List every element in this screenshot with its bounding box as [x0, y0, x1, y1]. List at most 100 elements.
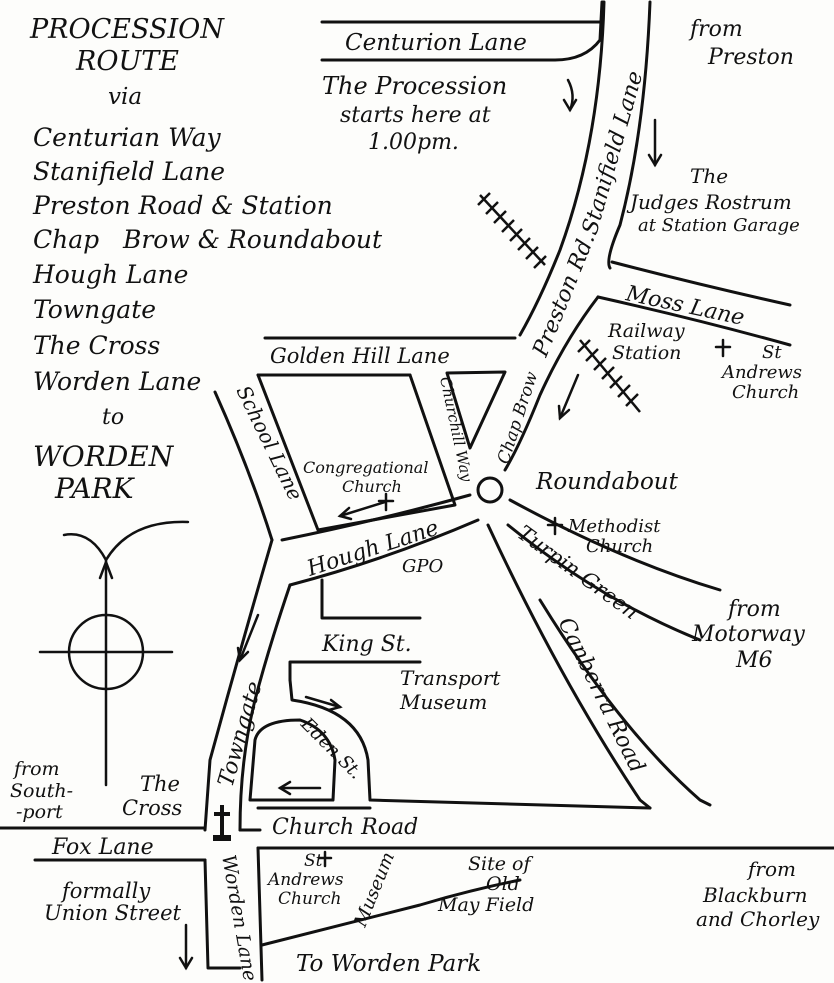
congregational-line2: Church	[342, 477, 402, 496]
label-golden-hill-lane: Golden Hill Lane	[270, 344, 450, 368]
railway-line-south	[577, 339, 641, 413]
canberra-road-east	[538, 598, 712, 807]
legend-title-line1: PROCESSION	[29, 14, 225, 45]
arrow-preston-road-icon	[557, 373, 580, 421]
st-andrews-bottom-line2: Andrews	[266, 870, 344, 890]
centurion-lane-road-south	[320, 0, 604, 62]
methodist-cross-icon	[546, 516, 564, 536]
label-to-worden-park: To Worden Park	[296, 951, 481, 977]
label-centurion-lane: Centurion Lane	[345, 30, 527, 56]
formally-line1: formally	[60, 879, 151, 903]
route-item: The Cross	[33, 331, 160, 360]
arrow-towngate-icon	[236, 613, 260, 663]
worden-lane-east	[256, 846, 264, 982]
route-legend: PROCESSION ROUTE via Centurian Way Stani…	[29, 14, 383, 505]
label-eden-st: Eden St.	[296, 713, 367, 784]
transport-museum-line2: Museum	[399, 690, 487, 714]
from-preston-line2: Preston	[707, 45, 794, 70]
preston-road-west	[518, 0, 606, 337]
from-preston-line1: from	[688, 17, 743, 42]
st-andrews-top-line2: Andrews	[720, 362, 802, 383]
turpin-green-north	[508, 498, 722, 592]
from-southport-line2: South-	[10, 780, 73, 802]
roundabout-circle	[476, 476, 504, 504]
railway-station-line1: Railway	[607, 320, 685, 342]
arrow-start-icon	[562, 78, 578, 113]
towngate-east	[238, 583, 292, 832]
may-field-line3: May Field	[437, 894, 534, 916]
route-item: Worden Lane	[33, 367, 201, 396]
st-andrews-top-cross-icon	[714, 338, 732, 358]
eden-st-inner	[248, 718, 337, 802]
from-blackburn-line1: from	[746, 857, 796, 881]
start-note-line1: The Procession	[322, 72, 507, 100]
the-cross-line1: The	[140, 772, 180, 796]
route-item: Centurian Way	[33, 123, 221, 152]
church-cross-icons	[317, 338, 732, 868]
worden-park-road	[260, 878, 522, 947]
arrow-eden-st-icon	[304, 695, 343, 712]
st-andrews-bottom-line1: St	[304, 851, 323, 871]
route-item: Chap Brow & Roundabout	[33, 225, 383, 254]
north-compass-icon	[38, 520, 190, 787]
from-blackburn-line2: Blackburn	[702, 883, 807, 907]
label-roundabout: Roundabout	[535, 469, 679, 495]
label-worden-lane: Worden Lane	[217, 853, 261, 983]
legend-via: via	[108, 84, 142, 110]
label-school-lane: School Lane	[232, 382, 308, 504]
label-church-road: Church Road	[272, 815, 418, 840]
st-andrews-bottom-cross-icon	[317, 850, 333, 868]
methodist-line1: Methodist	[567, 516, 661, 537]
stanifield-lane-east	[607, 0, 652, 270]
arrow-worden-lane-icon	[178, 923, 194, 971]
moss-lane-south	[596, 295, 792, 347]
from-motorway-line2: Motorway	[691, 622, 805, 647]
route-arrows	[178, 78, 663, 971]
judges-line1: The	[690, 164, 728, 188]
label-canberra-road: Canberra Road	[553, 614, 650, 777]
destination-line1: WORDEN	[33, 440, 175, 473]
may-field-line1: Site of	[468, 853, 533, 875]
hough-lane-north	[280, 493, 472, 542]
label-towngate: Towngate	[214, 679, 268, 790]
may-field-line2: Old	[486, 873, 520, 895]
st-andrews-top-line3: Church	[732, 382, 799, 403]
route-item: Hough Lane	[32, 260, 188, 289]
start-note-line2: starts here at	[340, 103, 491, 128]
from-motorway-line1: from	[726, 597, 781, 622]
from-blackburn-line3: and Chorley	[696, 907, 820, 931]
canberra-road-west	[486, 523, 652, 810]
route-item: Stanifield Lane	[33, 157, 225, 186]
centurion-lane-road	[320, 0, 605, 24]
arrow-stanifield-icon	[647, 118, 663, 168]
hough-lane-south	[288, 518, 480, 587]
st-andrews-top-line1: St	[762, 342, 782, 363]
label-king-st: King St.	[321, 632, 412, 657]
congregational-cross-icon	[377, 492, 395, 512]
st-andrews-bottom-line3: Church	[278, 889, 342, 909]
formally-line2: Union Street	[44, 901, 182, 925]
king-st-north	[320, 578, 422, 620]
from-motorway-line3: M6	[735, 648, 773, 673]
the-cross-monument-icon	[213, 805, 231, 841]
turpin-green-south	[506, 523, 702, 642]
railway-station-line2: Station	[612, 342, 681, 364]
moss-lane-north	[610, 260, 792, 307]
route-item: Towngate	[33, 295, 156, 324]
label-museum: Museum	[350, 849, 399, 931]
arrow-hough-lane-icon	[337, 500, 387, 521]
judges-line3: at Station Garage	[638, 215, 800, 236]
preston-road-east-lower	[503, 295, 600, 472]
the-cross-line2: Cross	[122, 796, 183, 820]
king-st-south	[288, 660, 422, 682]
transport-museum-line1: Transport	[400, 666, 501, 690]
eden-st-outer	[288, 678, 652, 810]
judges-line2: Judges Rostrum	[626, 190, 792, 214]
railway-line-north	[477, 192, 547, 269]
start-note-line3: 1.00pm.	[368, 130, 459, 155]
school-lane-west	[213, 390, 274, 542]
congregational-line1: Congregational	[303, 458, 428, 477]
